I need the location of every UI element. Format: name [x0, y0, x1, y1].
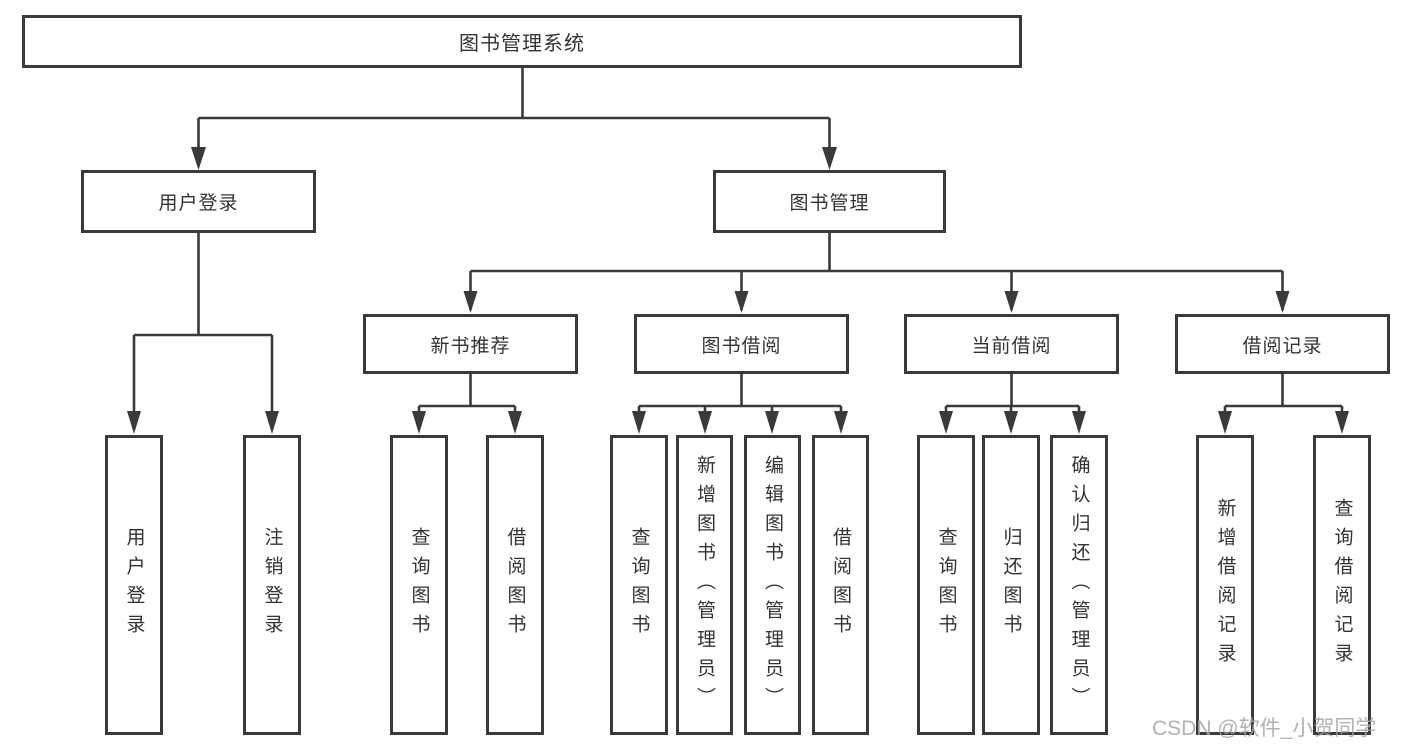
node-leaf-borrow-query-book-label: 查询图书 — [628, 527, 650, 643]
node-leaf-recommend-query-book-label: 查询图书 — [408, 527, 430, 643]
node-leaf-logout: 注销登录 — [243, 435, 301, 735]
node-leaf-borrow-edit-book: 编辑图书（管理员） — [744, 435, 801, 735]
node-book-borrow-label: 图书借阅 — [701, 335, 782, 357]
node-book-management-label: 图书管理 — [789, 193, 870, 214]
node-leaf-login: 用户登录 — [105, 435, 163, 735]
csdn-watermark: CSDN @软件_小贺同学 — [1152, 717, 1377, 740]
node-leaf-borrow-borrow-book-label: 借阅图书 — [830, 527, 851, 643]
node-user-login: 用户登录 — [81, 170, 316, 233]
node-book-management: 图书管理 — [713, 170, 946, 233]
node-leaf-record-add: 新增借阅记录 — [1196, 435, 1254, 735]
node-leaf-recommend-borrow-book-label: 借阅图书 — [504, 527, 526, 643]
node-leaf-logout-label: 注销登录 — [261, 527, 283, 643]
node-leaf-current-confirm-return: 确认归还（管理员） — [1050, 435, 1108, 735]
node-book-borrow: 图书借阅 — [634, 314, 849, 374]
node-library-management-system-label: 图书管理系统 — [459, 33, 585, 55]
node-library-management-system: 图书管理系统 — [22, 15, 1022, 68]
node-leaf-recommend-query-book: 查询图书 — [390, 435, 448, 735]
node-leaf-borrow-query-book: 查询图书 — [610, 435, 668, 735]
node-leaf-current-query-book: 查询图书 — [917, 435, 975, 735]
node-leaf-borrow-borrow-book: 借阅图书 — [812, 435, 869, 735]
node-borrow-record-label: 借阅记录 — [1242, 335, 1323, 357]
node-borrow-record: 借阅记录 — [1175, 314, 1390, 374]
arrowhead-icons — [127, 147, 1349, 434]
node-new-book-recommend-label: 新书推荐 — [430, 335, 511, 357]
node-leaf-record-query: 查询借阅记录 — [1313, 435, 1371, 735]
node-leaf-current-confirm-return-label: 确认归还（管理员） — [1068, 454, 1090, 716]
node-leaf-borrow-edit-book-label: 编辑图书（管理员） — [762, 454, 783, 716]
node-leaf-record-add-label: 新增借阅记录 — [1214, 498, 1236, 672]
node-leaf-borrow-add-book: 新增图书（管理员） — [676, 435, 733, 735]
node-leaf-current-return-book-label: 归还图书 — [1000, 527, 1022, 643]
node-new-book-recommend: 新书推荐 — [363, 314, 578, 374]
node-leaf-recommend-borrow-book: 借阅图书 — [486, 435, 544, 735]
node-current-borrow-label: 当前借阅 — [971, 335, 1052, 357]
node-leaf-login-label: 用户登录 — [123, 527, 145, 643]
node-user-login-label: 用户登录 — [158, 193, 239, 214]
node-leaf-current-return-book: 归还图书 — [982, 435, 1040, 735]
node-leaf-record-query-label: 查询借阅记录 — [1331, 498, 1353, 672]
node-current-borrow: 当前借阅 — [904, 314, 1119, 374]
node-leaf-borrow-add-book-label: 新增图书（管理员） — [694, 454, 715, 716]
node-leaf-current-query-book-label: 查询图书 — [935, 527, 957, 643]
